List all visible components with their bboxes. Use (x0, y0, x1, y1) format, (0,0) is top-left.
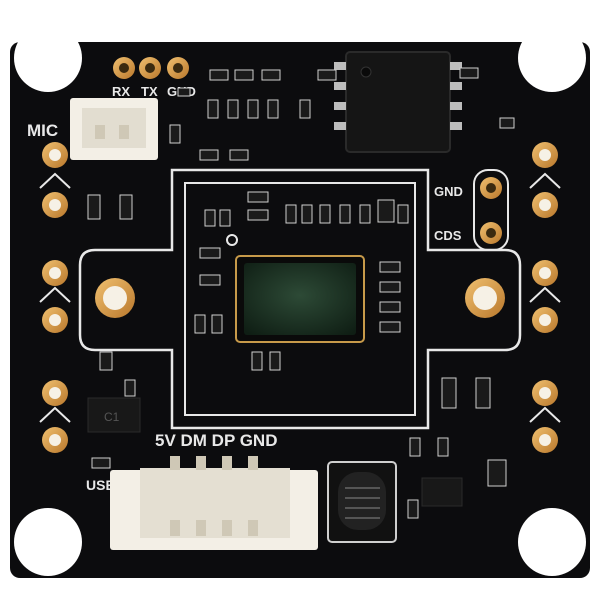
right-pads (532, 142, 558, 453)
corner-notch (518, 508, 586, 576)
tx-label: TX (141, 84, 158, 99)
usb-label: USB (86, 477, 116, 493)
pin1-marker (226, 234, 238, 246)
regulator-chip (87, 397, 141, 433)
ldr-pad-outline (473, 169, 509, 251)
pad-chevrons (39, 172, 561, 423)
chip-marking: C1 (104, 410, 120, 424)
rx-label: RX (112, 84, 130, 99)
smd-components: C1 (87, 67, 515, 519)
gnd-right-label: GND (434, 184, 463, 199)
uart-pads (113, 57, 189, 79)
photo-sensor (338, 472, 386, 530)
lens-inner-outline (184, 182, 416, 416)
mic-label: MIC (27, 121, 58, 140)
corner-notch (14, 508, 82, 576)
cds-label: CDS (434, 228, 462, 243)
left-pads (42, 142, 68, 453)
sensor-glass (244, 263, 356, 335)
usb-pin-labels: 5V DM DP GND (155, 431, 278, 450)
flash-ic (345, 51, 451, 153)
lens-outline (78, 168, 522, 430)
ic-dot (360, 66, 372, 78)
